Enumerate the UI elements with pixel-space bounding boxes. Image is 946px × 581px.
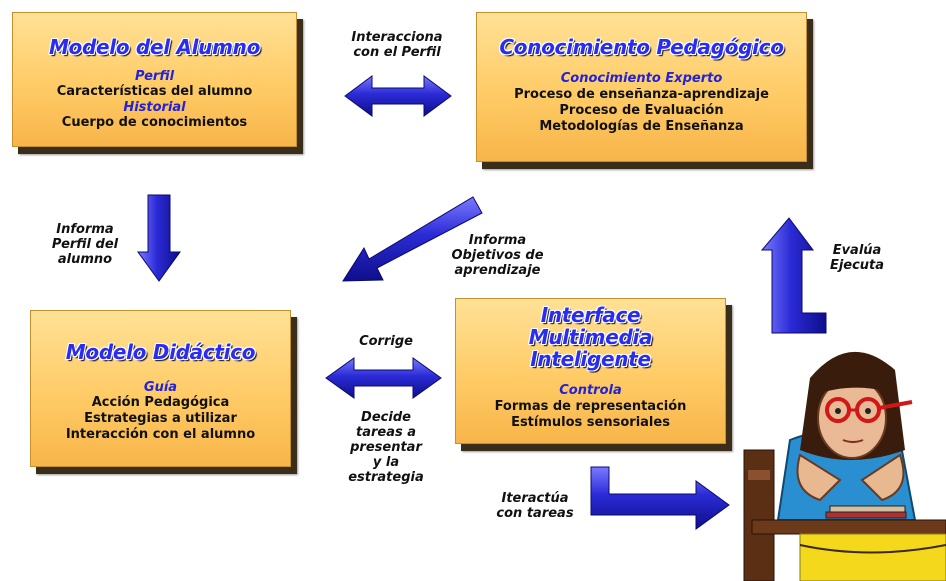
estrategias-text: Estrategias a utilizar [84, 411, 237, 426]
guia-label: Guía [143, 380, 178, 395]
diagonal-arrow-icon [342, 196, 483, 282]
interface-title-line2: Multimedia [528, 325, 653, 349]
perfil-label: Perfil [134, 69, 175, 84]
corrige-label: Corrige [359, 334, 413, 349]
conocimiento-pedagogico-title: Conocimiento Pedagógico [499, 35, 784, 59]
estimulos-sensoriales-text: Estímulos sensoriales [511, 415, 670, 430]
iteractua-label: Iteractúa con tareas [496, 491, 574, 521]
modelo-alumno-box: Modelo del Alumno Perfil Características… [12, 12, 297, 147]
conocimiento-experto-label: Conocimiento Experto [560, 71, 723, 86]
proceso-ensenanza-text: Proceso de enseñanza-aprendizaje [514, 87, 769, 102]
conocimiento-pedagogico-box: Conocimiento Pedagógico Conocimiento Exp… [476, 12, 807, 162]
interface-title-line3: Inteligente [530, 347, 651, 371]
interface-title-line1: Interface [540, 303, 641, 327]
caracteristicas-text: Características del alumno [56, 84, 253, 99]
modelo-didactico-title: Modelo Didáctico [65, 340, 256, 364]
accion-pedagogica-text: Acción Pedagógica [91, 395, 230, 410]
modelo-alumno-title: Modelo del Alumno [48, 35, 261, 59]
decide-label: Decide tareas a presentar y la estrategi… [348, 410, 424, 485]
proceso-evaluacion-text: Proceso de Evaluación [559, 103, 724, 118]
double-arrow-icon [344, 75, 452, 117]
interface-multimedia-box: Interface Multimedia Inteligente Control… [455, 298, 726, 444]
down-arrow-icon [137, 194, 181, 282]
interacciona-label: Interacciona con el Perfil [351, 30, 443, 60]
formas-representacion-text: Formas de representación [494, 399, 687, 414]
historial-label: Historial [123, 100, 186, 115]
up-arrow-icon [760, 217, 827, 334]
informa-perfil-label: Informa Perfil del alumno [51, 222, 119, 267]
informa-objetivos-label: Informa Objetivos de aprendizaje [451, 233, 544, 278]
modelo-didactico-box: Modelo Didáctico Guía Acción Pedagógica … [30, 310, 291, 467]
double-arrow-icon [325, 357, 442, 399]
cuerpo-conocimientos-text: Cuerpo de conocimientos [61, 115, 248, 130]
evalua-ejecuta-label: Evalúa Ejecuta [829, 243, 885, 273]
interaccion-alumno-text: Interacción con el alumno [65, 427, 256, 442]
elbow-arrow-icon [590, 466, 730, 530]
metodologias-text: Metodologías de Enseñanza [539, 119, 744, 134]
controla-label: Controla [559, 383, 622, 398]
student-illustration [743, 351, 946, 581]
